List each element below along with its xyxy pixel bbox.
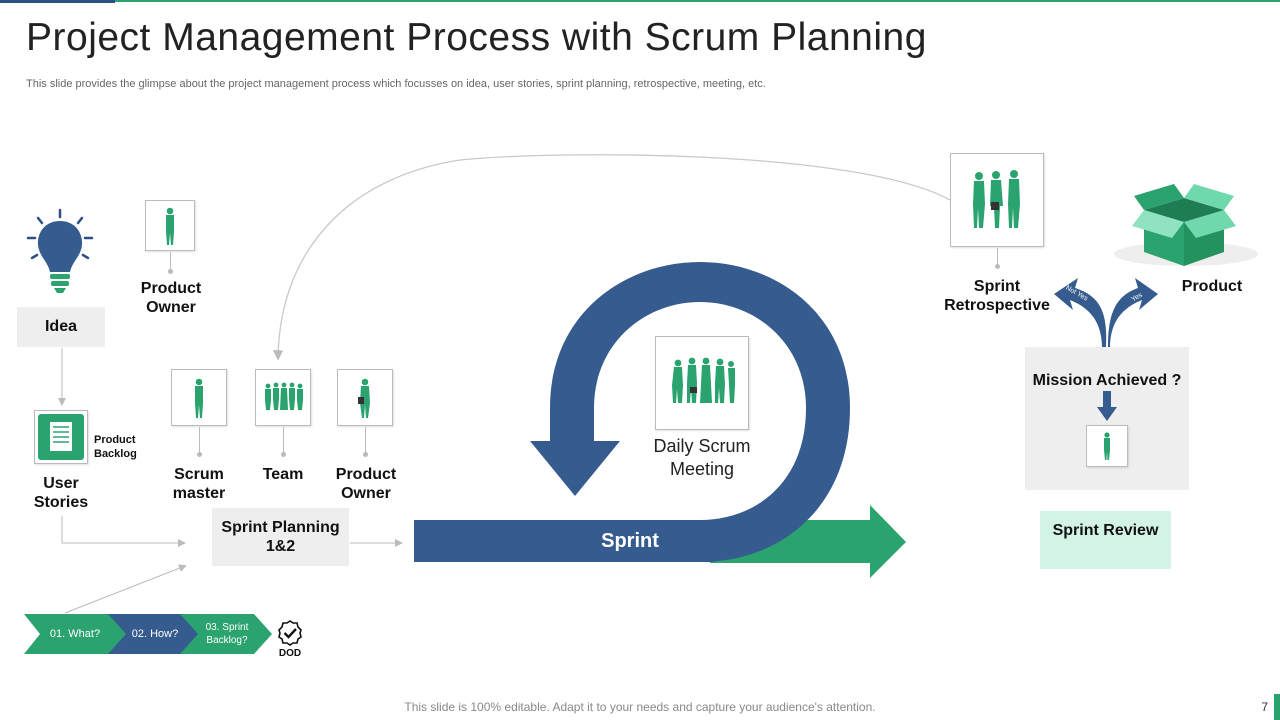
checkmark-badge-icon xyxy=(277,620,303,646)
sprint-planning-label: Sprint Planning 1&2 xyxy=(221,519,340,555)
stories-to-planning-connector xyxy=(61,516,186,547)
daily-scrum-portrait xyxy=(655,336,749,430)
product-backlog-frame xyxy=(34,410,88,464)
connector-dot xyxy=(197,452,202,457)
not-yes-arrow xyxy=(1054,278,1107,348)
footer-note: This slide is 100% editable. Adapt it to… xyxy=(404,700,876,714)
team-portrait xyxy=(255,369,311,426)
idea-box: Idea xyxy=(17,307,105,347)
step-how-label: 02. How? xyxy=(131,628,179,640)
person-icon xyxy=(1104,432,1110,460)
scrum-master-connector xyxy=(199,427,200,455)
page-accent-bar xyxy=(1274,694,1280,720)
sprint-review-box: Sprint Review xyxy=(1040,511,1171,569)
group-people-icon xyxy=(672,357,735,403)
page-subtitle: This slide provides the glimpse about th… xyxy=(26,78,766,90)
down-arrow-icon xyxy=(1097,391,1117,421)
yes-arrow xyxy=(1108,278,1158,348)
dod-label: DOD xyxy=(278,648,302,659)
sprint-loop-arrowhead xyxy=(530,441,620,496)
steps-chevrons xyxy=(24,614,272,654)
step-backlog-label: 03. Sprint Backlog? xyxy=(205,622,249,646)
sprint-planning-box: Sprint Planning 1&2 xyxy=(212,508,349,566)
product-owner-mid-label: Product Owner xyxy=(335,466,397,502)
feedback-arc-connector xyxy=(272,154,951,361)
step-what-label: 01. What? xyxy=(49,628,101,640)
product-box-icon xyxy=(1114,184,1258,266)
sprint-loop-graphic xyxy=(414,262,906,578)
person-icon xyxy=(166,207,174,245)
product-owner-mid-portrait xyxy=(337,369,393,426)
connector-dot xyxy=(995,264,1000,269)
connector-dot xyxy=(363,452,368,457)
sprint-retrospective-portrait xyxy=(950,153,1044,247)
team-connector xyxy=(283,427,284,455)
daily-scrum-label: Daily Scrum Meeting xyxy=(653,436,751,479)
top-accent-bar-green xyxy=(115,0,1280,2)
sprint-retrospective-label: Sprint Retrospective xyxy=(944,278,1050,314)
top-accent-bar-blue xyxy=(0,0,115,3)
group-people-icon xyxy=(973,170,1020,228)
product-owner-top-label: Product Owner xyxy=(140,280,202,316)
step-chevron-what xyxy=(24,614,130,654)
product-owner-mid-connector xyxy=(365,427,366,455)
product-label: Product xyxy=(1181,278,1243,295)
lightbulb-icon xyxy=(24,208,96,296)
person-icon xyxy=(195,378,203,418)
connector-dot xyxy=(168,269,173,274)
scrum-master-label: Scrum master xyxy=(172,466,226,502)
connector-dot xyxy=(281,452,286,457)
product-backlog-label: Product Backlog xyxy=(94,434,137,460)
step-chevron-how xyxy=(108,614,202,654)
step-chevron-backlog xyxy=(180,614,272,654)
product-owner-connector xyxy=(170,252,171,272)
mission-achieved-label: Mission Achieved ? xyxy=(1032,372,1182,389)
sprint-bar xyxy=(414,520,714,562)
document-list-icon xyxy=(38,414,84,460)
mission-person-portrait xyxy=(1086,425,1128,467)
sprint-review-label: Sprint Review xyxy=(1052,522,1159,539)
team-label: Team xyxy=(262,466,304,483)
mission-achieved-box: Mission Achieved ? xyxy=(1025,347,1189,490)
scrum-master-portrait xyxy=(171,369,227,426)
page-number: 7 xyxy=(1261,700,1268,714)
user-stories-label: User Stories xyxy=(33,475,89,511)
group-people-icon xyxy=(265,382,303,410)
sprint-label: Sprint xyxy=(601,530,659,552)
person-with-bag-icon xyxy=(358,378,370,418)
page-title: Project Management Process with Scrum Pl… xyxy=(26,16,927,59)
product-owner-portrait xyxy=(145,200,195,251)
decision-branch-arrows xyxy=(1054,278,1158,348)
retrospective-connector xyxy=(997,248,998,266)
steps-to-planning-connector xyxy=(64,564,187,614)
